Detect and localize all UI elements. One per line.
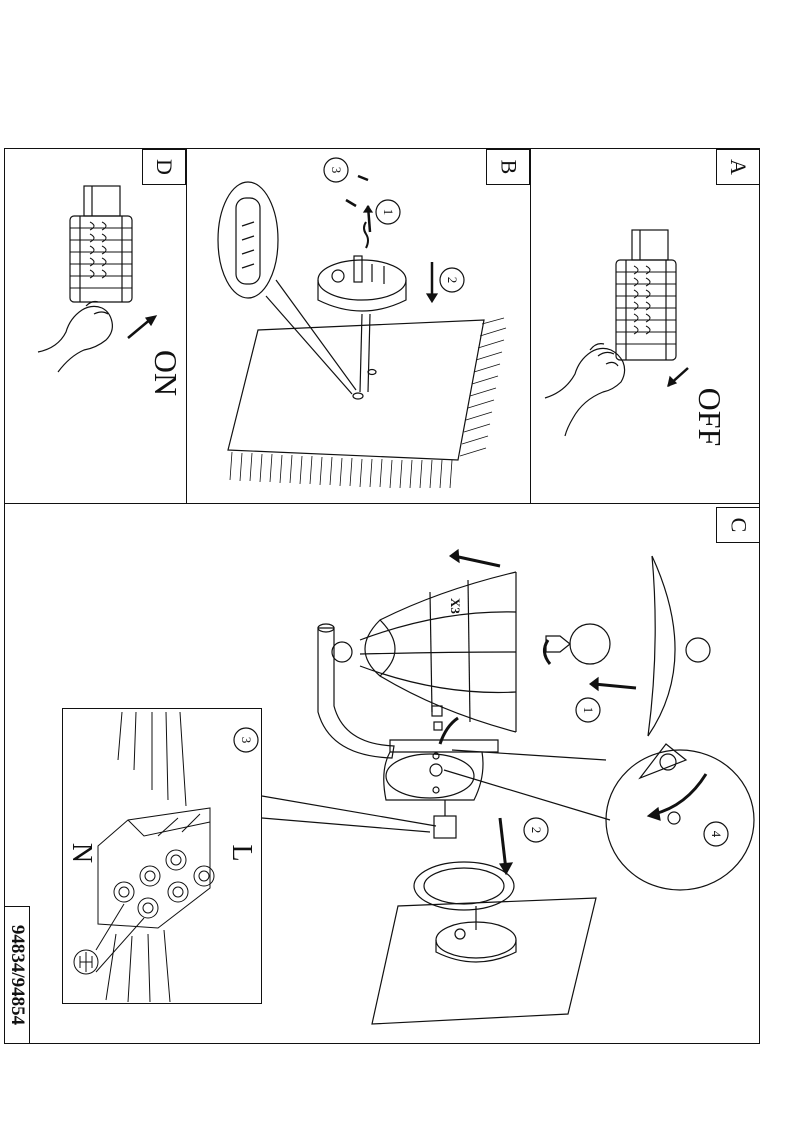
panel-a-breaker-illustration (544, 229, 677, 437)
on-label: ON (148, 349, 184, 397)
wiring-inset (62, 708, 262, 1004)
wiring-label-n: N (66, 842, 97, 864)
step-c-2: 2 (529, 826, 544, 834)
step-c-3: 3 (239, 736, 254, 744)
panel-c-arrows (438, 554, 708, 871)
quantity-label: X3 (448, 598, 463, 614)
step-b-2: 2 (445, 276, 460, 284)
wiring-terminal-block (73, 711, 215, 1003)
panel-b-arrows (345, 174, 434, 300)
panel-b-letter: B (486, 149, 530, 185)
step-b-1: 1 (381, 208, 396, 216)
step-c-4: 4 (709, 830, 724, 838)
panel-c-letter: C (716, 507, 760, 543)
wiring-label-l: L (226, 844, 257, 862)
panel-b-mounting-illustration (217, 157, 507, 489)
off-label: OFF (692, 387, 728, 447)
panel-c (4, 503, 760, 1044)
step-b-3: 3 (329, 166, 344, 174)
panel-d-breaker-illustration (37, 185, 133, 373)
product-code-box (4, 906, 30, 1044)
step-c-1: 1 (581, 706, 596, 714)
panel-c-lamp-illustration (233, 555, 755, 1025)
panel-a-letter: A (716, 149, 760, 185)
panel-d-letter: D (142, 149, 186, 185)
